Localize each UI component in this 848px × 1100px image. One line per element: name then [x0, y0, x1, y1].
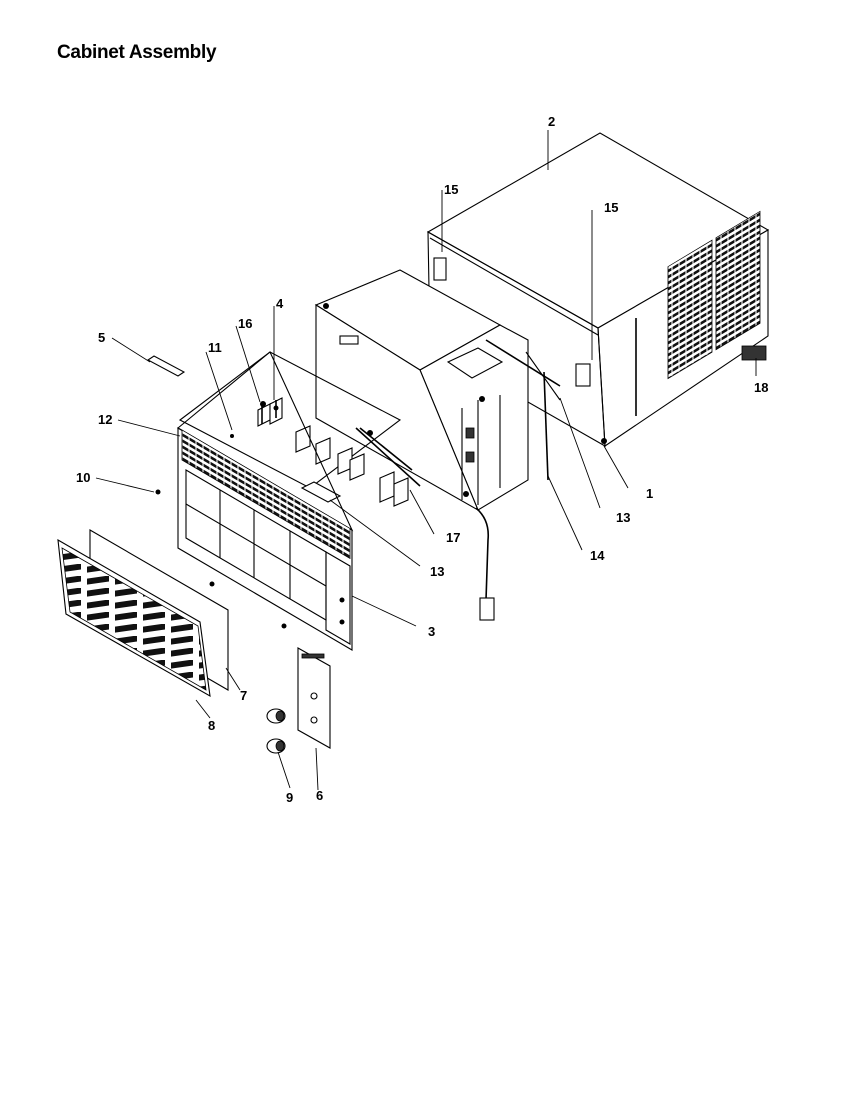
base-pan	[178, 351, 421, 507]
callout-4: 4	[276, 296, 284, 311]
callout-9: 9	[286, 790, 293, 805]
handle-part	[146, 355, 186, 377]
callout-labels: 1 2 3 4 5 6 7 8 9 10 11 12 13 13 14 15 1…	[76, 114, 768, 805]
callout-14: 14	[590, 548, 605, 563]
page-title: Cabinet Assembly	[57, 42, 217, 63]
callout-17: 17	[446, 530, 460, 545]
callout-13-right: 13	[616, 510, 630, 525]
callout-8: 8	[208, 718, 215, 733]
callout-15-right: 15	[604, 200, 618, 215]
callout-3: 3	[428, 624, 435, 639]
control-panel	[297, 647, 331, 749]
leader-lines	[95, 130, 757, 791]
callout-1: 1	[646, 486, 653, 501]
front-frame	[155, 351, 354, 651]
drip-rod	[359, 427, 413, 471]
callout-10: 10	[76, 470, 90, 485]
callout-6: 6	[316, 788, 323, 803]
control-knobs	[266, 708, 286, 754]
callout-2: 2	[548, 114, 555, 129]
callout-13-lower: 13	[430, 564, 444, 579]
callout-7: 7	[240, 688, 247, 703]
callout-11: 11	[208, 340, 222, 355]
callout-16: 16	[238, 316, 252, 331]
callout-18: 18	[754, 380, 768, 395]
outer-cabinet	[426, 132, 770, 447]
callout-12: 12	[98, 412, 112, 427]
front-grille	[57, 538, 211, 698]
chassis-unit	[314, 269, 561, 621]
callout-5: 5	[98, 330, 105, 345]
callout-15-left: 15	[444, 182, 458, 197]
